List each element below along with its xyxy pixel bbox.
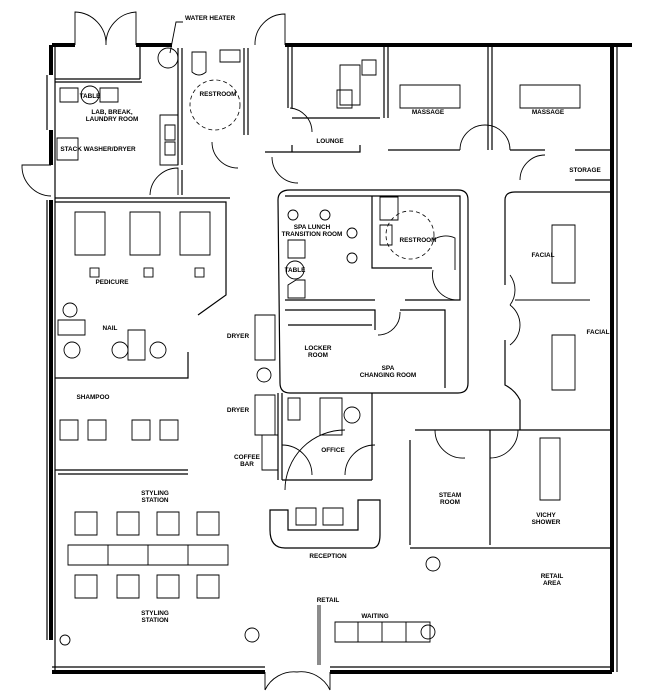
label-dryer-1: DRYER [227, 333, 250, 340]
label-table-2: TABLE [285, 267, 307, 274]
label-lab-1: LAB, BREAK, [91, 109, 132, 116]
label-shampoo: SHAMPOO [76, 394, 109, 401]
fixtures [56, 47, 590, 665]
label-washer: STACK WASHER/DRYER [60, 146, 136, 153]
label-coffee-1: COFFEE [234, 454, 261, 461]
label-vichy-1: VICHY [536, 512, 556, 519]
label-styling-bot-1: STYLING [141, 610, 169, 617]
interior-walls [55, 45, 612, 549]
label-water-heater: WATER HEATER [185, 15, 236, 22]
label-changing-2: CHANGING ROOM [360, 372, 416, 379]
label-steam-1: STEAM [439, 492, 461, 499]
label-styling-top-2: STATION [141, 497, 168, 504]
label-retail-area-1: RETAIL [541, 573, 564, 580]
label-dryer-2: DRYER [227, 407, 250, 414]
label-nail: NAIL [103, 325, 118, 332]
label-table-1: TABLE [80, 93, 102, 100]
label-restroom-1: RESTROOM [200, 91, 237, 98]
room-labels: WATER HEATER RESTROOM TABLE LAB, BREAK, … [60, 15, 609, 624]
label-retail-area-2: AREA [543, 580, 561, 587]
label-locker-1: LOCKER [305, 345, 332, 352]
label-styling-bot-2: STATION [141, 617, 168, 624]
label-styling-top-1: STYLING [141, 490, 169, 497]
label-restroom-2: RESTROOM [400, 237, 437, 244]
label-pedicure: PEDICURE [95, 279, 129, 286]
exterior-walls [46, 43, 632, 674]
label-lab-2: LAUNDRY ROOM [86, 116, 139, 123]
label-waiting: WAITING [361, 613, 388, 620]
label-steam-2: ROOM [440, 499, 460, 506]
label-spa-lunch-2: TRANSITION ROOM [282, 231, 343, 238]
label-facial-1: FACIAL [531, 252, 554, 259]
label-storage: STORAGE [569, 167, 601, 174]
label-spa-lunch-1: SPA LUNCH [294, 224, 331, 231]
label-office: OFFICE [321, 447, 345, 454]
label-vichy-2: SHOWER [532, 519, 561, 526]
doors [21, 11, 546, 691]
label-massage-2: MASSAGE [532, 109, 565, 116]
label-lounge: LOUNGE [316, 138, 344, 145]
label-reception: RECEPTION [309, 553, 347, 560]
label-locker-2: ROOM [308, 352, 328, 359]
label-retail: RETAIL [317, 597, 340, 604]
label-massage-1: MASSAGE [412, 109, 445, 116]
label-coffee-2: BAR [240, 461, 254, 468]
label-facial-2: FACIAL [586, 329, 609, 336]
label-changing-1: SPA [382, 365, 395, 372]
